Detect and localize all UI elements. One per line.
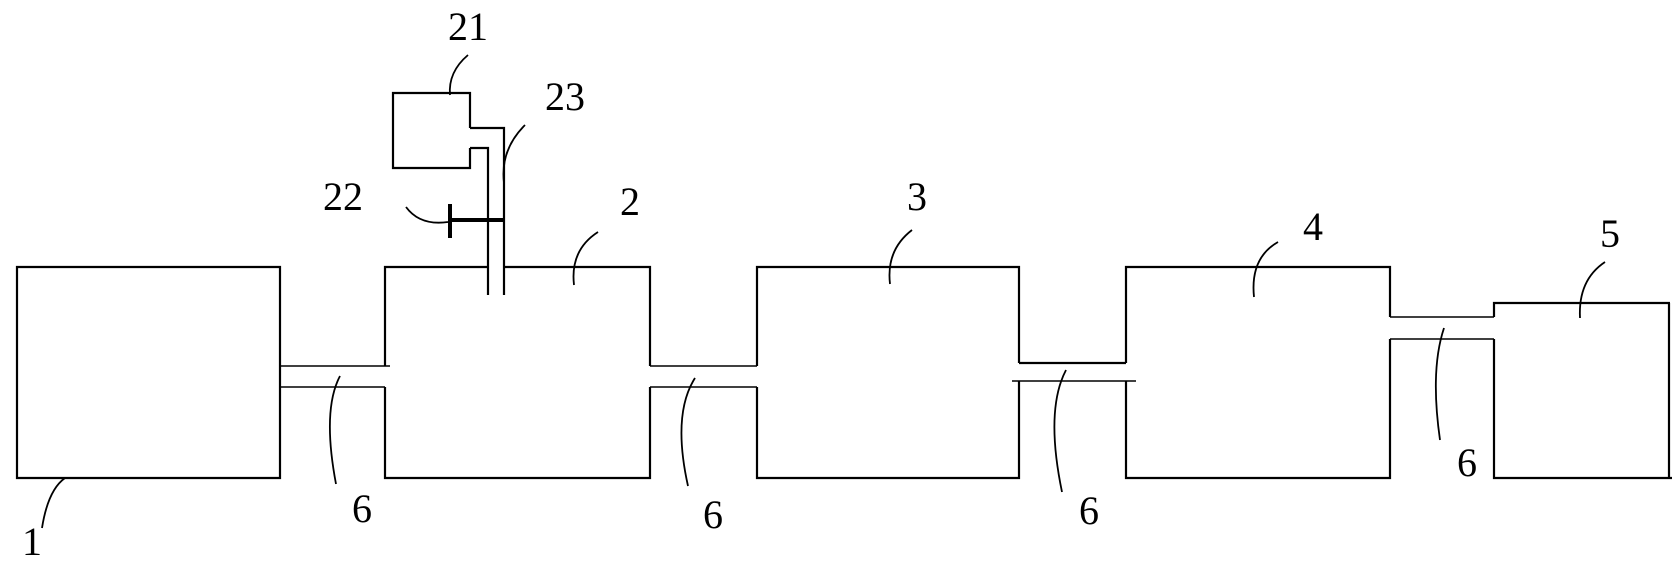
label-connector-6-b: 6 <box>703 492 723 537</box>
unit-1-box <box>15 265 282 480</box>
leader-6-d <box>1434 327 1445 441</box>
label-tank-21: 21 <box>448 4 488 49</box>
leader-3 <box>888 229 913 285</box>
label-connector-6-a: 6 <box>352 486 372 531</box>
unit-4-box <box>1124 265 1392 480</box>
leader-6-b <box>680 377 696 487</box>
label-unit-3: 3 <box>907 174 927 219</box>
unit-2-box <box>383 265 652 480</box>
label-unit-4: 4 <box>1303 204 1323 249</box>
leader-6-a <box>328 375 341 485</box>
leader-21 <box>448 54 469 96</box>
unit-3-box <box>755 265 1021 480</box>
label-pipe-23: 23 <box>545 74 585 119</box>
leader-6-c <box>1053 369 1067 493</box>
label-unit-1: 1 <box>22 519 42 564</box>
leader-4 <box>1252 241 1279 298</box>
leader-2 <box>572 231 599 286</box>
pipe-23 <box>470 126 506 295</box>
label-connector-6-d: 6 <box>1457 440 1477 485</box>
label-connector-6-c: 6 <box>1079 488 1099 533</box>
label-valve-22: 22 <box>323 174 363 219</box>
leader-23 <box>502 124 526 184</box>
unit-5-box <box>1492 301 1672 480</box>
leader-5 <box>1579 261 1606 319</box>
tank-21-box <box>391 91 472 170</box>
label-unit-5: 5 <box>1600 211 1620 256</box>
label-unit-2: 2 <box>620 179 640 224</box>
leader-22 <box>405 206 449 224</box>
leader-1 <box>41 477 66 529</box>
